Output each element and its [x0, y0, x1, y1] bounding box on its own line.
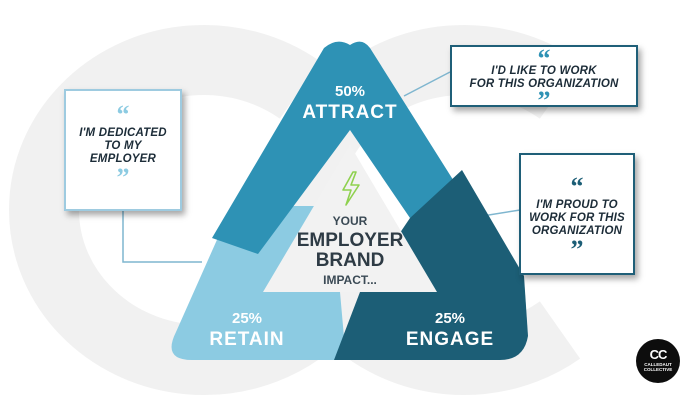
quote-box-attract: “ I'D LIKE TO WORK FOR THIS ORGANIZATION… [450, 44, 638, 115]
quote-line: I'D LIKE TO WORK [491, 65, 597, 77]
attract-label: ATTRACT [302, 102, 397, 123]
center-line-brand: BRAND [316, 250, 385, 271]
retain-percent: 25% [232, 310, 262, 327]
quote-box-retain: “ I'M DEDICATED TO MY EMPLOYER ” [64, 89, 182, 211]
quote-close-icon: ” [116, 163, 130, 192]
company-logo: CC CALLEDAUT COLLECTIVE [636, 339, 680, 383]
center-line-impact: IMPACT... [323, 273, 377, 287]
quote-line: TO MY [104, 140, 142, 152]
engage-segment [334, 170, 528, 360]
quote-open-icon: “ [537, 44, 551, 73]
logo-mark: CC [649, 347, 668, 362]
quote-box-engage: “ I'M PROUD TO WORK FOR THIS ORGANIZATIO… [519, 153, 635, 275]
engage-label: ENGAGE [406, 329, 494, 350]
quote-open-icon: “ [116, 100, 130, 129]
quote-open-icon: “ [570, 172, 584, 201]
center-line-your: YOUR [333, 214, 368, 228]
quote-close-icon: ” [570, 235, 584, 264]
attract-percent: 50% [335, 83, 365, 100]
quote-line: FOR THIS ORGANIZATION [469, 78, 619, 90]
quote-line: WORK FOR THIS [529, 212, 625, 224]
quote-line: EMPLOYER [89, 153, 157, 165]
engage-percent: 25% [435, 310, 465, 327]
quote-close-icon: ” [537, 86, 551, 115]
center-line-employer: EMPLOYER [297, 230, 404, 251]
quote-line: ORGANIZATION [531, 225, 623, 237]
logo-line: COLLECTIVE [643, 367, 673, 372]
center-triangle [263, 145, 437, 292]
quote-line: I'M PROUD TO [536, 199, 618, 211]
quote-line: I'M DEDICATED [79, 127, 167, 139]
logo-line: CALLEDAUT [644, 362, 672, 367]
retain-label: RETAIN [209, 329, 284, 350]
attract-segment [212, 41, 462, 255]
lightning-bolt-icon [342, 171, 360, 206]
